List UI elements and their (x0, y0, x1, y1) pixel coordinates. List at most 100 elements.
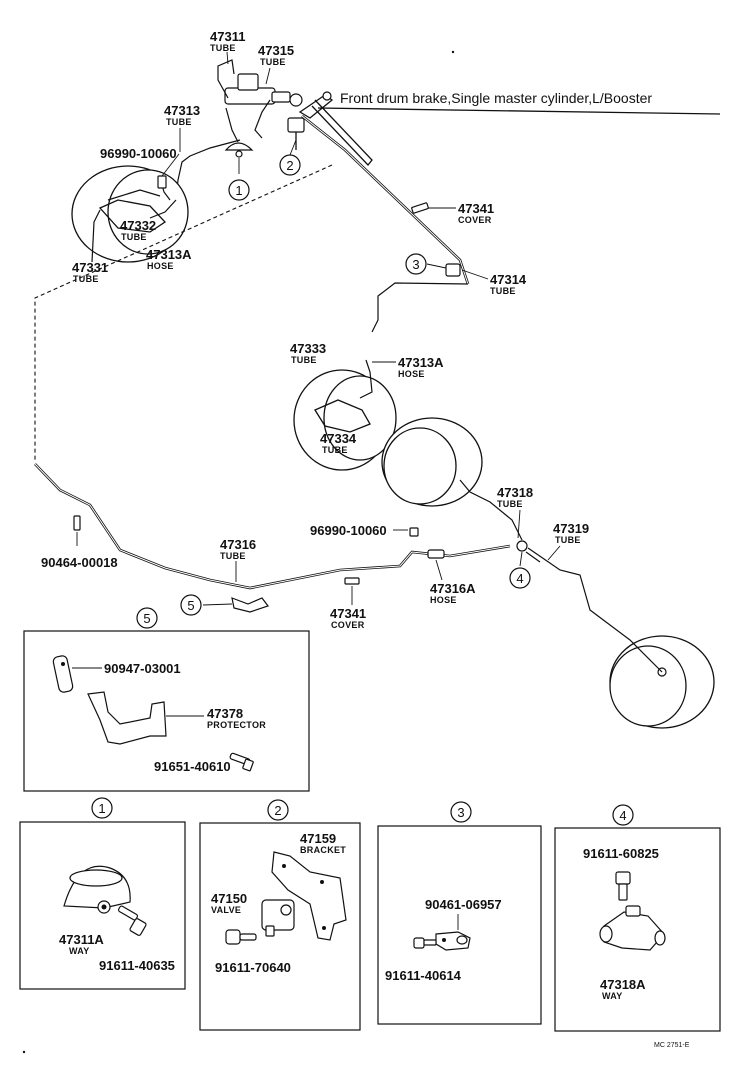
label-47378-name: PROTECTOR (207, 720, 266, 730)
label-47316-number: 47316 (220, 537, 256, 552)
bolt-91611-40614 (413, 937, 437, 949)
label-47316A-number: 47316A (430, 581, 476, 596)
rear-drum-lower (609, 635, 715, 729)
label-47316A-name: HOSE (430, 595, 457, 605)
label-91611b-number: 91611-70640 (215, 960, 291, 975)
label-90464-number: 90464-00018 (41, 555, 118, 570)
tube-47319-line (527, 547, 663, 673)
label-91611a-number: 91611-40635 (99, 958, 175, 973)
label-47331-name: TUBE (73, 274, 99, 284)
svg-text:1: 1 (235, 183, 242, 198)
detail-box-1 (19, 821, 186, 990)
way-47318a (599, 905, 666, 951)
label-47341-1-name: COVER (458, 215, 492, 225)
label-47318-number: 47318 (497, 485, 533, 500)
tube-47315-line (254, 99, 271, 139)
label-47313A-1-name: HOSE (147, 261, 174, 271)
protector-5 (231, 597, 269, 613)
leader-47319 (547, 545, 561, 561)
detail-callout-3: 3 (450, 801, 472, 823)
leader-96990a (161, 153, 180, 177)
diagram-caption: Front drum brake,Single master cylinder,… (340, 90, 652, 106)
label-47150-name: VALVE (211, 905, 241, 915)
tube-47332-line (149, 199, 177, 219)
tube-47331-line (91, 209, 101, 263)
label-91611c-number: 91611-40614 (385, 968, 462, 983)
svg-text:2: 2 (286, 158, 293, 173)
rear-way-junction (516, 540, 528, 552)
svg-text:4: 4 (516, 571, 523, 586)
speck (451, 50, 455, 54)
svg-text:3: 3 (457, 805, 464, 820)
label-47333-number: 47333 (290, 341, 326, 356)
label-96990b-number: 96990-10060 (310, 523, 387, 538)
label-47159-number: 47159 (300, 831, 336, 846)
label-47315-name: TUBE (260, 57, 286, 67)
protector-47378 (87, 691, 167, 745)
label-47331-number: 47331 (72, 260, 108, 275)
callout-5: 5 (180, 594, 202, 616)
svg-text:4: 4 (619, 808, 626, 823)
grommet-90947 (52, 655, 74, 693)
label-90461-number: 90461-06957 (425, 897, 502, 912)
label-47341-2-number: 47341 (330, 606, 366, 621)
tube-47314-branch (371, 282, 469, 333)
way-47311a (63, 865, 131, 914)
label-47311A-name: WAY (69, 946, 90, 956)
cover-47341-upper (411, 202, 429, 214)
label-90947-number: 90947-03001 (104, 661, 181, 676)
label-47313A-2-number: 47313A (398, 355, 444, 370)
leader-47314 (461, 269, 489, 280)
front-right-drum (293, 369, 397, 471)
label-47318-name: TUBE (497, 499, 523, 509)
label-47314-name: TUBE (490, 286, 516, 296)
label-47319-name: TUBE (555, 535, 581, 545)
label-47150-number: 47150 (211, 891, 247, 906)
bolt-91611-40635 (117, 905, 147, 936)
label-47313-number: 47313 (164, 103, 200, 118)
way-junction (224, 142, 254, 158)
detail-callout-1: 1 (91, 797, 113, 819)
bolt-91611-70640 (225, 929, 257, 945)
clip-96990b (409, 527, 419, 537)
speck (22, 1050, 26, 1054)
label-91651-number: 91651-40610 (154, 759, 231, 774)
svg-text:5: 5 (143, 611, 150, 626)
leader-callout-5 (202, 603, 233, 606)
label-47313-name: TUBE (166, 117, 192, 127)
svg-text:2: 2 (274, 803, 281, 818)
label-47313A-2-name: HOSE (398, 369, 425, 379)
bolt-91611-60825 (615, 871, 631, 901)
caption-underline (317, 107, 721, 115)
label-96990a-number: 96990-10060 (100, 146, 177, 161)
label-47159-name: BRACKET (300, 845, 346, 855)
tube-47333-line (359, 359, 373, 399)
clip-96990a (157, 175, 167, 189)
leader-47315 (265, 67, 271, 85)
front-left-drum (71, 165, 189, 263)
clamp-3 (445, 263, 461, 277)
callout-3: 3 (405, 253, 427, 275)
label-47315-number: 47315 (258, 43, 294, 58)
tube-connector-line (225, 107, 239, 143)
bracket-47159 (271, 851, 347, 941)
detail-box-2 (199, 822, 361, 1031)
label-47334-number: 47334 (320, 431, 357, 446)
label-47333-name: TUBE (291, 355, 317, 365)
clip-90464 (73, 515, 81, 531)
callout-1: 1 (228, 179, 250, 201)
leader-callout-3 (426, 263, 447, 269)
detail-callout-4: 4 (612, 804, 634, 826)
label-47341-2-name: COVER (331, 620, 365, 630)
detail-box-3 (377, 825, 542, 1025)
label-47314-number: 47314 (490, 272, 527, 287)
label-47311-number: 47311 (210, 29, 245, 44)
label-47311A-number: 47311A (59, 932, 104, 947)
tube-47318-line (459, 479, 523, 541)
label-47332-name: TUBE (121, 232, 147, 242)
clamp-90461 (435, 931, 471, 951)
master-cylinder (224, 73, 303, 107)
rear-hose-47316a (427, 549, 445, 559)
bolt-91651 (229, 752, 254, 772)
